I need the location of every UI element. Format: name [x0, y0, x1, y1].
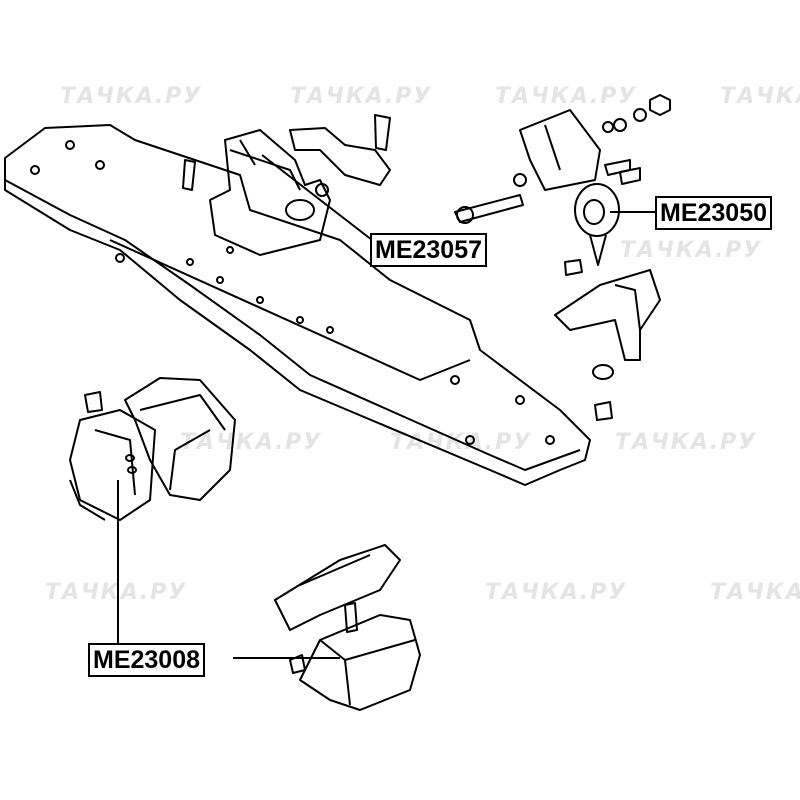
mount-me23050: [454, 94, 671, 421]
watermark: ТАЧКА.РУ: [620, 238, 763, 263]
watermark: ТАЧКА.РУ: [485, 580, 628, 605]
watermark: ТАЧКА.РУ: [45, 580, 188, 605]
leader-lines: [117, 154, 657, 659]
watermark: ТАЧКА.РУ: [720, 84, 800, 109]
watermark: ТАЧКА.РУ: [290, 84, 433, 109]
crossmember: [4, 124, 591, 486]
mount-me23057: [182, 114, 391, 256]
part-label-me23057: ME23057: [370, 233, 488, 267]
watermark: ТАЧКА.РУ: [615, 430, 758, 455]
leader-line-me23057: [261, 154, 373, 241]
watermark: ТАЧКА.РУ: [710, 580, 800, 605]
mount-me23008-upper: [69, 377, 236, 521]
part-label-me23050: ME23050: [655, 196, 773, 230]
mount-me23008-lower: [274, 544, 421, 711]
watermark: ТАЧКА.РУ: [60, 84, 203, 109]
part-label-me23008: ME23008: [88, 643, 206, 677]
watermark: ТАЧКА.РУ: [495, 84, 638, 109]
